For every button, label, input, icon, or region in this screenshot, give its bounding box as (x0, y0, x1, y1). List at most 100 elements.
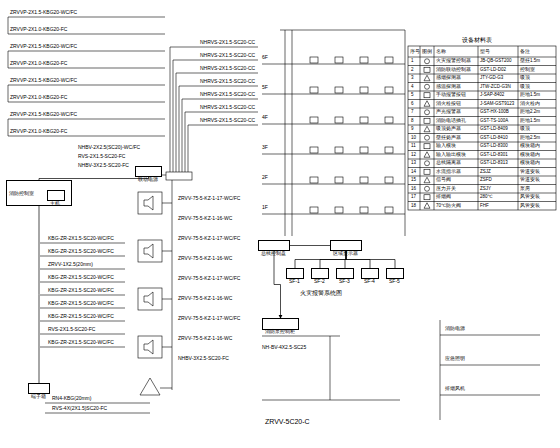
device-symbol (385, 57, 393, 63)
device-box: 主机 (47, 190, 65, 201)
table-cell: JB-QB-GST200 (480, 59, 512, 64)
cable-line (40, 269, 125, 270)
table-cell: GST-LD-8409 (480, 127, 508, 132)
floor-line (262, 64, 405, 65)
box-text: 总线控制盘 (259, 249, 288, 258)
cable-label: ZRVV-75-5-KZ-1-16-WC (178, 216, 232, 221)
speaker-box (138, 192, 162, 214)
table-cell: 9 (411, 127, 414, 132)
device-symbol (335, 147, 343, 153)
box-text: 消防泵控制柜 (263, 327, 297, 336)
table-rule (408, 193, 556, 194)
device-symbol (335, 87, 343, 93)
bus-connector (274, 251, 281, 318)
table-cell: GST-LD-8300 (480, 144, 508, 149)
cable-line (40, 256, 125, 257)
riser-line (280, 30, 405, 31)
table-cell: 10 (411, 136, 416, 141)
device-box: 端子箱 (28, 383, 50, 394)
riser-line (285, 30, 286, 236)
cable-line (262, 336, 340, 337)
device-symbol (385, 117, 393, 123)
table-rule (408, 176, 556, 177)
table-cell: 风管安装 (520, 204, 540, 209)
table-cell: 吸顶扬声器 (436, 127, 461, 132)
floor-line (262, 184, 405, 185)
cable-line (162, 347, 172, 348)
cable-line (45, 413, 150, 414)
table-rule (408, 201, 556, 202)
cable-line (182, 99, 258, 172)
device-box: 总线控制盘 (258, 240, 290, 251)
table-cell: 壁挂1.5m (520, 59, 540, 64)
box-text: SF-2 (312, 277, 327, 286)
cable-label: ZRVV-5C20-C (265, 418, 310, 425)
table-rule (408, 159, 556, 160)
junction-box (166, 172, 192, 180)
table-cell: 距地1.5m (520, 93, 540, 98)
table-cell: 吸顶 (520, 76, 530, 81)
cable-line (185, 112, 258, 172)
table-cell: GST-TS-100A (480, 119, 508, 124)
legend-symbol (425, 110, 430, 115)
speaker-box (138, 288, 162, 310)
table-cell: 吸顶 (520, 85, 530, 90)
cable-line (160, 388, 172, 389)
cable-line (179, 86, 258, 172)
table-cell: 手动报警按钮 (436, 93, 466, 98)
table-rule (408, 167, 556, 168)
legend-symbol (424, 152, 430, 158)
cable-line (262, 400, 400, 401)
cable-label: NHRVS-2X1.5-SC20-CC (200, 79, 255, 84)
siren-symbol (140, 378, 160, 395)
table-cell: GST-HX-100B (480, 110, 509, 115)
floor-line (262, 214, 405, 215)
circuit-label: 排烟风机 (445, 386, 465, 391)
cable-label: ZRVV-75-5-KZ-1-16-WC (178, 296, 232, 301)
device-symbol (360, 177, 368, 183)
table-cell: 18 (411, 204, 416, 209)
cable-label: ZRVVP-2X1.5-KBG20-WC/FC (10, 78, 77, 83)
table-cell: 5 (411, 93, 414, 98)
cable-label: KBG-ZR-2X1.5-SC20-WC/FC (48, 314, 114, 319)
cable-line (440, 335, 540, 336)
cable-line (330, 336, 331, 400)
bus-connector (290, 245, 330, 246)
box-text: SF-5 (387, 277, 402, 286)
legend-symbol (424, 126, 430, 132)
table-cell: 3 (411, 76, 414, 81)
cable-label: KBG-ZR-2X1.5-SC20-WC/FC (48, 288, 114, 293)
table-cell: GST-LD-8301 (480, 153, 508, 158)
table-cell: 信号阀 (436, 178, 451, 183)
box-text: 联动电源 (136, 175, 160, 184)
floor-label: 5F (262, 85, 268, 90)
table-cell: J-SAM-GST9123 (480, 102, 514, 107)
table-cell: 输入模块 (436, 144, 456, 149)
table-cell: 火灾报警控制器 (436, 59, 471, 64)
cable-line (8, 34, 165, 35)
cable-line (8, 17, 165, 18)
cable-line (170, 47, 258, 172)
device-symbol (360, 57, 368, 63)
legend-symbol (425, 186, 430, 191)
table-cell: 吸顶 (520, 127, 530, 132)
cable-line (8, 51, 165, 52)
table-rule (408, 91, 556, 92)
trunk-line (172, 180, 173, 390)
device-symbol (335, 117, 343, 123)
legend-symbol (424, 67, 430, 72)
device-box: 联动电源 (135, 166, 162, 177)
table-cell: JTY-GD-G3 (480, 76, 503, 81)
speaker-box (138, 336, 162, 358)
device-symbol (310, 117, 318, 123)
box-text: SF-3 (337, 277, 352, 286)
floor-label: 3F (262, 145, 268, 150)
cable-label: ZRVV-75-5-KZ-1-16-WC (178, 256, 232, 261)
cable-bracket (8, 85, 9, 102)
table-rule (408, 116, 556, 117)
floor-label: 4F (262, 115, 268, 120)
table-rule (518, 46, 519, 210)
table-cell: JTW-ZCD-G3N (480, 85, 511, 90)
device-box: SF-1 (286, 268, 304, 279)
